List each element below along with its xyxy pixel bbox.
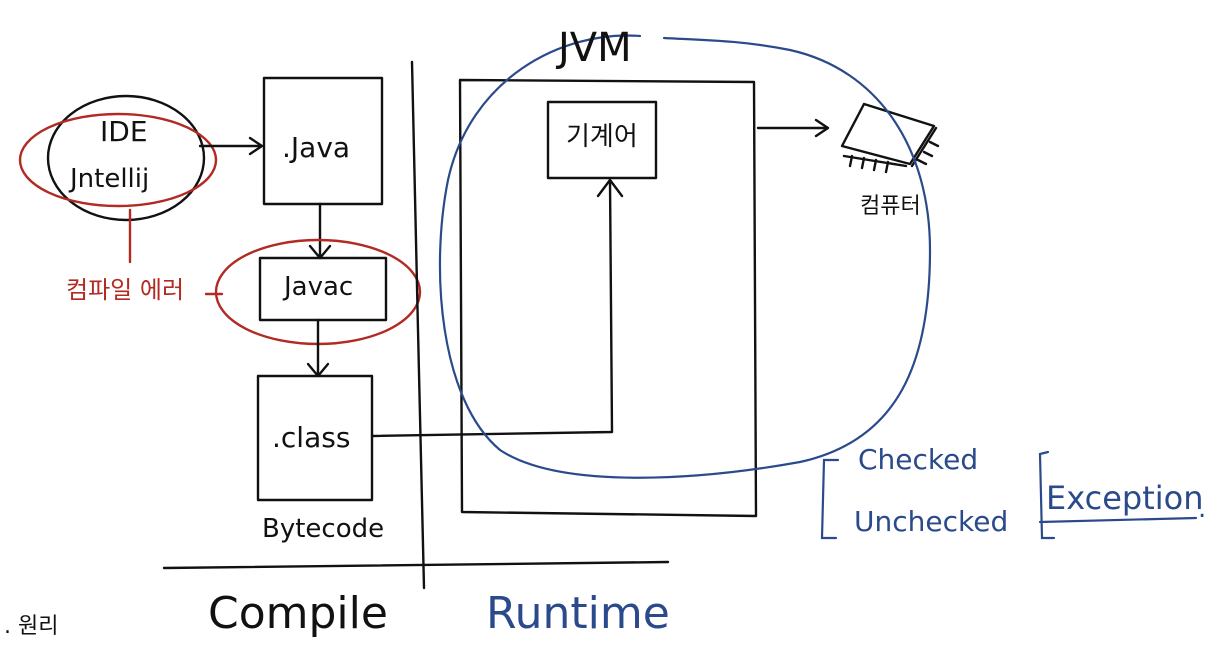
unchecked-label: Unchecked: [854, 505, 1009, 538]
exception-bracket-2: [1038, 450, 1056, 540]
ide-error-circle: [18, 112, 218, 208]
arrow-class-to-machine-code: [370, 178, 624, 438]
arrow-jvm-to-computer: [756, 118, 830, 138]
java-box: [262, 76, 384, 206]
exception-bracket: [820, 458, 840, 540]
computer-label: 컴퓨터: [860, 194, 921, 219]
arrow-javac-to-class: [306, 318, 330, 378]
arrow-ide-to-java: [198, 136, 264, 156]
baseline: [162, 560, 670, 570]
machine-code-box: [546, 100, 658, 180]
checked-label: Checked: [858, 443, 979, 476]
class-box: [256, 374, 374, 502]
bytecode-label: Bytecode: [262, 514, 385, 544]
jvm-label: JVM: [558, 25, 632, 71]
principle-label: . 원리: [4, 614, 59, 639]
ide-label: IDE: [100, 115, 148, 148]
compile-label: Compile: [208, 588, 388, 639]
jvm-scope-circle: [438, 34, 932, 479]
class-label: .class: [272, 421, 351, 454]
java-label: .Java: [282, 131, 351, 164]
exception-dot: .: [1198, 494, 1207, 524]
javac-label: Javac: [284, 272, 354, 302]
arrow-java-to-javac: [308, 202, 332, 260]
machine-code-label: 기계어: [566, 122, 638, 152]
runtime-label: Runtime: [486, 588, 670, 639]
jvm-box: [458, 78, 758, 518]
exception-label: Exception: [1046, 479, 1204, 517]
intellij-label: Jntellij: [70, 164, 150, 194]
computer-icon: [840, 102, 940, 174]
compile-runtime-divider: [410, 60, 426, 590]
ide-circle: [46, 94, 206, 222]
exception-underline: [1038, 516, 1198, 524]
javac-box: [258, 256, 388, 322]
compile-error-label: 컴파일 에러: [66, 276, 185, 304]
